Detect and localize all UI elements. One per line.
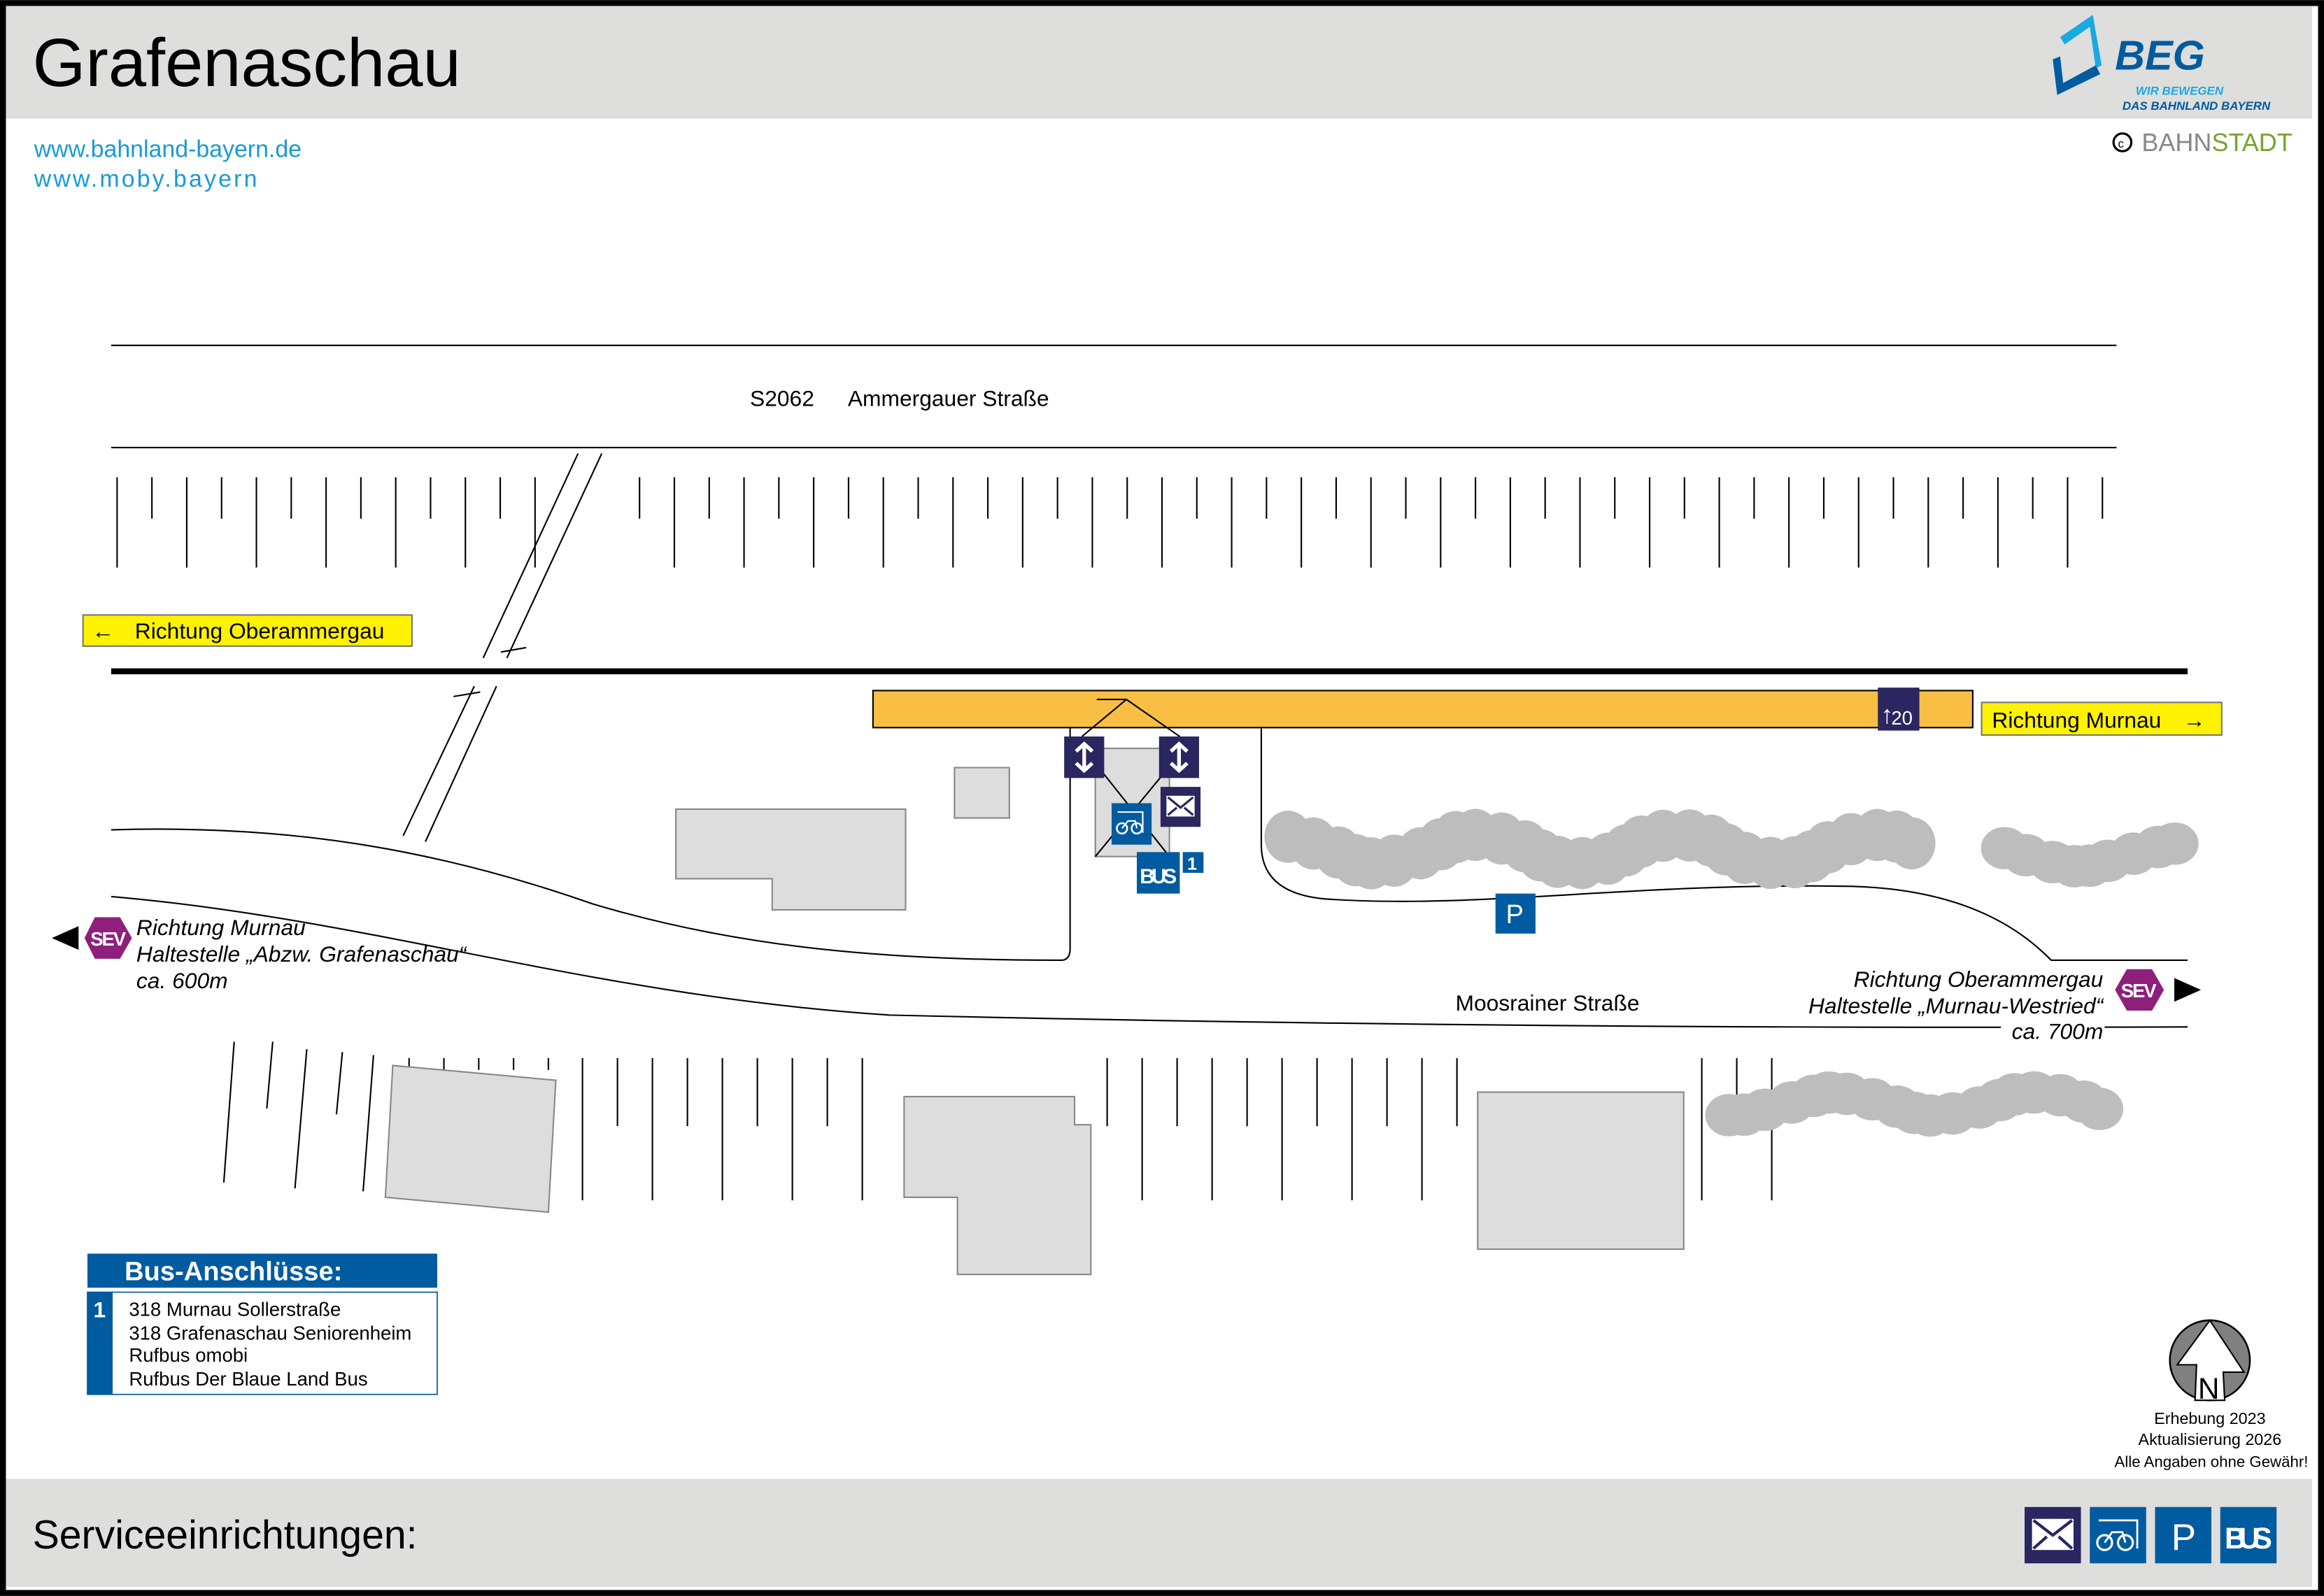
svg-text:WIR BEWEGEN: WIR BEWEGEN (2136, 85, 2224, 98)
svg-text:↑: ↑ (1881, 700, 1894, 729)
header-band (6, 6, 2313, 119)
svg-text:SEV: SEV (2121, 980, 2157, 1002)
road-name-bottom: Moosrainer Straße (1455, 990, 1639, 1016)
fence-top (116, 477, 2104, 568)
link-moby[interactable]: www.moby.bayern (34, 166, 260, 192)
svg-text:Richtung Oberammergau: Richtung Oberammergau (1854, 967, 2104, 992)
elevator-left-icon[interactable] (1064, 736, 1105, 778)
tree (2076, 1088, 2124, 1130)
svg-text:BAHNSTADT: BAHNSTADT (2141, 128, 2292, 157)
svg-text:Richtung Murnau: Richtung Murnau (1992, 707, 2161, 732)
survey-date: Erhebung 2023 (2154, 1409, 2265, 1427)
svg-text:1: 1 (93, 1297, 106, 1323)
road-number: S2062 (750, 386, 814, 411)
fence-post (294, 1049, 308, 1189)
svg-text:P: P (2171, 1517, 2196, 1558)
road-name-top: Ammergauer Straße (848, 386, 1049, 411)
beg-logo: BEG WIR BEWEGEN DAS BAHNLAND BAYERN (2053, 15, 2271, 113)
disclaimer: Alle Angaben ohne Gewähr! (2115, 1453, 2309, 1471)
svg-text:Rufbus omobi: Rufbus omobi (129, 1344, 248, 1366)
fence-post (335, 1052, 343, 1115)
svg-text:Richtung Murnau: Richtung Murnau (136, 915, 306, 940)
svg-text:→: → (2183, 707, 2206, 732)
access-roads (111, 698, 2188, 1028)
footer-band (6, 1479, 2313, 1588)
svg-text:BUS: BUS (1140, 865, 1177, 888)
svg-text:SEV: SEV (90, 928, 126, 950)
svg-text:ca. 600m: ca. 600m (136, 968, 228, 993)
bus-connections-table: Bus-Anschlüsse: 1 318 Murnau Sollerstraß… (87, 1253, 438, 1395)
svg-text:N: N (2198, 1372, 2220, 1405)
svg-text:ca. 700m: ca. 700m (2012, 1018, 2104, 1043)
footer-bus-icon: BUS (2220, 1506, 2277, 1564)
mail-icon[interactable] (1160, 787, 1201, 827)
fence-post (222, 1041, 235, 1183)
north-arrow-icon: N (2169, 1318, 2251, 1405)
page-title: Grafenaschau (33, 24, 461, 101)
svg-text:Rufbus Der Blaue Land Bus: Rufbus Der Blaue Land Bus (129, 1368, 367, 1390)
direction-sign-right: Richtung Murnau → (1981, 701, 2223, 736)
svg-text:Richtung Oberammergau: Richtung Oberammergau (135, 618, 385, 643)
trees (1264, 808, 2199, 1137)
svg-text:318 Grafenaschau Seniorenheim: 318 Grafenaschau Seniorenheim (129, 1322, 411, 1344)
svg-text:←: ← (92, 618, 114, 643)
svg-text:P: P (1506, 899, 1524, 929)
platform (872, 690, 1974, 729)
footpath-crossing (402, 453, 603, 842)
bike-parking-icon[interactable] (1111, 803, 1152, 845)
svg-text:20: 20 (1891, 707, 1913, 729)
fence-post (266, 1041, 274, 1109)
direction-sign-left: ← Richtung Oberammergau (82, 614, 413, 647)
svg-text:318 Murnau Sollerstraße: 318 Murnau Sollerstraße (129, 1298, 341, 1320)
svg-text:BUS: BUS (2225, 1522, 2272, 1555)
svg-text:Bus-Anschlüsse:: Bus-Anschlüsse: (125, 1257, 342, 1287)
footer-bike-parking-icon (2090, 1506, 2146, 1564)
svg-text:1: 1 (1187, 855, 1197, 874)
fence-bottom (222, 1041, 1773, 1201)
sev-right: SEV Richtung Oberammergau Haltestelle „M… (1808, 967, 2202, 1043)
sev-left: SEV Richtung Murnau Haltestelle „Abzw. G… (52, 915, 467, 993)
bus-stop-icon[interactable]: BUS 1 (1136, 852, 1204, 894)
svg-text:DAS BAHNLAND BAYERN: DAS BAHNLAND BAYERN (2123, 99, 2271, 113)
svg-text:Haltestelle „Abzw. Grafenascha: Haltestelle „Abzw. Grafenaschau“ (136, 941, 467, 967)
footer-parking-icon: P (2155, 1506, 2211, 1564)
fence-post (362, 1055, 374, 1192)
buildings (384, 747, 1685, 1276)
update-date: Aktualisierung 2026 (2139, 1430, 2282, 1448)
link-bahnland[interactable]: www.bahnland-bayern.de (34, 136, 302, 163)
tree (1887, 817, 1936, 870)
elevator-right-icon[interactable] (1159, 736, 1199, 778)
tree (2151, 822, 2199, 865)
svg-text:BEG: BEG (2115, 32, 2205, 79)
svg-text:Haltestelle „Murnau-Westried“: Haltestelle „Murnau-Westried“ (1808, 993, 2104, 1018)
svg-text:c: c (2118, 137, 2125, 150)
footer-mail-icon (2025, 1506, 2081, 1564)
bahnstadt-copyright: c BAHNSTADT (2112, 128, 2293, 157)
parking-icon[interactable]: P (1495, 893, 1536, 934)
platform-length-badge: ↑ 20 (1878, 687, 1920, 731)
footer-title: Serviceeinrichtungen: (33, 1513, 418, 1558)
